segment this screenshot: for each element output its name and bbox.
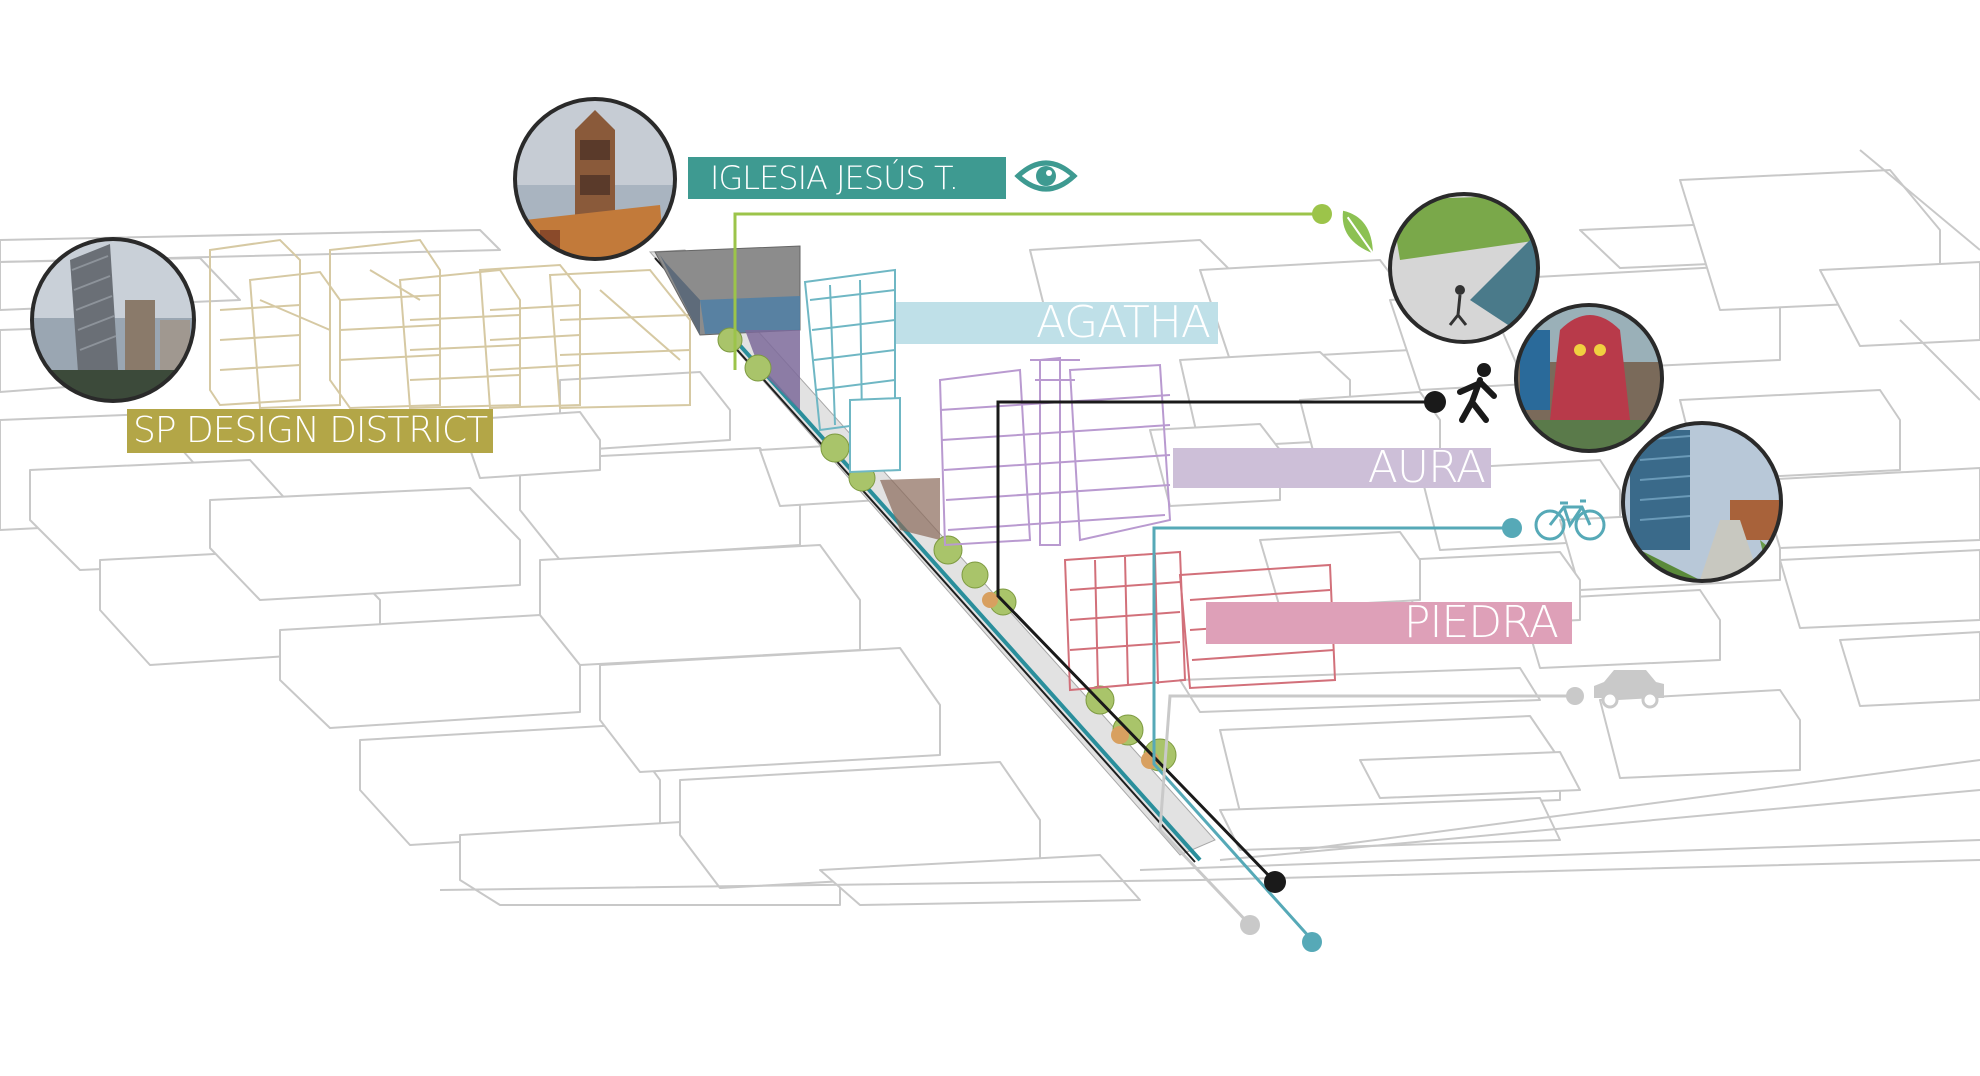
- walk-line-end-dot: [1264, 871, 1286, 893]
- leaf-icon: [1335, 205, 1384, 262]
- walk-line-dot: [1424, 391, 1446, 413]
- car-line-dot: [1566, 687, 1584, 705]
- piedra-text: PIEDRA: [1404, 602, 1558, 644]
- aura-building: [940, 358, 1170, 545]
- aura-text: AURA: [1368, 448, 1485, 488]
- agatha-text: AGATHA: [1036, 302, 1210, 344]
- piedra-label: PIEDRA: [1206, 602, 1572, 644]
- iglesia-label: IGLESIA JESÚS T.: [688, 157, 1006, 199]
- sp-design-district-label: SP DESIGN DISTRICT: [127, 409, 493, 453]
- green-line-dot: [1312, 204, 1332, 224]
- bike-line-dot: [1502, 518, 1522, 538]
- iglesia-photo: [510, 95, 680, 265]
- sp-design-district-text: SP DESIGN DISTRICT: [133, 409, 487, 453]
- aura-label: AURA: [1173, 448, 1491, 488]
- agatha-label: AGATHA: [896, 302, 1218, 344]
- car-line-end-dot: [1240, 915, 1260, 935]
- iglesia-text: IGLESIA JESÚS T.: [710, 157, 958, 199]
- eye-icon: [1018, 163, 1074, 189]
- bike-line-end-dot: [1302, 932, 1322, 952]
